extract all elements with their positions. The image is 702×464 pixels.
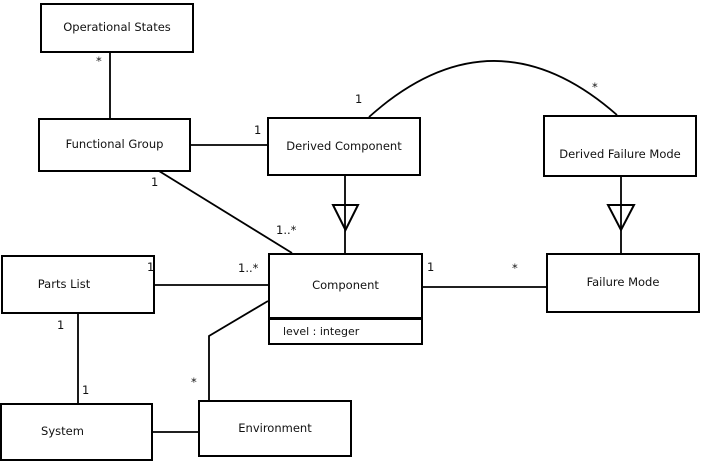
node-functional-group: Functional Group [38, 118, 191, 172]
node-label: Component [312, 278, 379, 293]
multiplicity-label: 1 [151, 175, 159, 189]
node-label: Derived Failure Mode [559, 147, 681, 162]
edge-environment-component [208, 300, 269, 400]
multiplicity-label: 1 [427, 260, 435, 274]
multiplicity-label: * [512, 261, 518, 275]
node-label: System [41, 424, 84, 439]
node-operational-states: Operational States [40, 3, 194, 53]
node-label: Functional Group [65, 137, 164, 152]
node-failure-mode: Failure Mode [546, 253, 700, 313]
node-environment: Environment [198, 400, 352, 457]
component-attribute-compartment: level : integer [270, 317, 421, 343]
multiplicity-label: * [592, 80, 598, 94]
multiplicity-label: 1 [82, 383, 90, 397]
multiplicity-label: 1..* [276, 223, 297, 237]
node-label: Parts List [37, 276, 91, 291]
multiplicity-label: * [191, 375, 197, 389]
multiplicity-label: * [96, 54, 102, 68]
node-label: Derived Component [286, 138, 402, 153]
node-derived-component: Derived Component [267, 117, 421, 176]
generalization-triangle-icon [331, 204, 360, 233]
component-title-compartment: Component [270, 255, 421, 317]
node-component: Component level : integer [268, 253, 423, 345]
node-parts-list: Parts List [1, 255, 155, 314]
edge-arc-derived-component-derived-failure-mode [368, 60, 618, 118]
multiplicity-label: 1 [254, 123, 262, 137]
multiplicity-label: 1 [147, 260, 155, 274]
attribute-label: level : integer [283, 324, 360, 338]
node-system: System [0, 403, 153, 461]
node-derived-failure-mode: Derived Failure Mode [543, 115, 697, 177]
multiplicity-label: 1 [57, 318, 65, 332]
node-label: Environment [238, 420, 312, 435]
generalization-triangle-icon [606, 204, 636, 233]
edge-functional-group-component [158, 170, 293, 254]
node-label: Operational States [63, 20, 171, 35]
multiplicity-label: 1..* [238, 261, 259, 275]
multiplicity-label: 1 [355, 92, 363, 106]
node-label: Failure Mode [586, 275, 660, 290]
